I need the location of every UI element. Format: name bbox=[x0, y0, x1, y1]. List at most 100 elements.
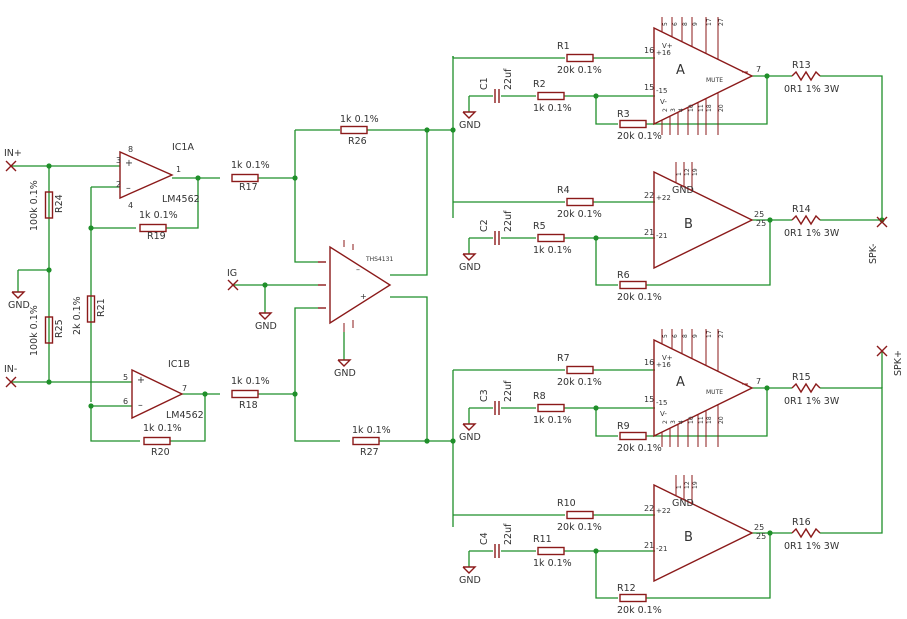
resistor-value: 20k 0.1% bbox=[557, 209, 602, 220]
wire bbox=[90, 406, 140, 442]
port-terminal bbox=[5, 376, 17, 388]
opamp-ic1a bbox=[119, 150, 174, 200]
ground-symbol bbox=[462, 111, 477, 119]
wire bbox=[646, 220, 771, 286]
resistor-value: 0R1 1% 3W bbox=[784, 541, 840, 552]
resistor-value: 20k 0.1% bbox=[617, 131, 662, 142]
opamp-ic1b bbox=[131, 368, 184, 420]
port-terminal bbox=[876, 216, 888, 228]
pin-number: 6 bbox=[672, 334, 679, 338]
capacitor-value: 22uf bbox=[503, 210, 514, 232]
plus-sign: + bbox=[137, 375, 145, 386]
wire bbox=[390, 296, 428, 441]
resistor-name: R25 bbox=[54, 319, 65, 338]
resistor-value: 1k 0.1% bbox=[533, 415, 572, 426]
pin-number: 22 bbox=[644, 504, 654, 513]
port-spk-minus: SPK- bbox=[868, 244, 879, 264]
resistor-name: R11 bbox=[533, 534, 552, 545]
pin-number: 27 bbox=[718, 330, 725, 338]
ground-label: GND bbox=[334, 368, 356, 379]
resistor-r3 bbox=[619, 119, 647, 129]
pin-label: -21 bbox=[656, 545, 667, 553]
pin-label: GND bbox=[672, 185, 694, 196]
resistor-r27 bbox=[352, 436, 380, 446]
junction-dot bbox=[450, 127, 456, 133]
resistor-value: 20k 0.1% bbox=[617, 443, 662, 454]
wires bbox=[11, 56, 885, 599]
capacitor-value: 22uf bbox=[503, 380, 514, 402]
resistor-name: R2 bbox=[533, 79, 546, 90]
capacitor-name: C1 bbox=[479, 77, 490, 90]
port-in-minus: IN- bbox=[4, 364, 17, 375]
pin-number: 17 bbox=[706, 18, 713, 26]
pin-number: 7 bbox=[756, 377, 761, 386]
junction-dot bbox=[764, 385, 770, 391]
pin-label: -15 bbox=[656, 87, 667, 95]
pin-label: GND bbox=[672, 498, 694, 509]
ground-symbol bbox=[462, 253, 477, 261]
resistor-r6 bbox=[619, 280, 647, 290]
pin-number: 18 bbox=[706, 416, 713, 424]
resistor-name: R13 bbox=[792, 60, 811, 71]
pin-label: V+ bbox=[662, 354, 673, 362]
plus-sign: + bbox=[360, 292, 367, 301]
pin-label: MUTE bbox=[706, 389, 723, 396]
resistor-r21 bbox=[86, 295, 96, 323]
resistor-r5 bbox=[537, 233, 565, 243]
wire bbox=[595, 408, 618, 437]
pin-number: 25 bbox=[756, 532, 766, 541]
wire bbox=[646, 76, 768, 125]
resistor-name: R16 bbox=[792, 517, 811, 528]
ground-label: GND bbox=[459, 262, 481, 273]
port-terminal bbox=[227, 279, 239, 291]
wire bbox=[595, 96, 618, 125]
resistor-r18 bbox=[231, 389, 259, 399]
resistor-r17 bbox=[231, 173, 259, 183]
amplifier-letter: A bbox=[676, 375, 685, 390]
pin-number: 2 bbox=[662, 420, 669, 424]
pin-number: 12 bbox=[684, 168, 691, 176]
ground-label: GND bbox=[8, 300, 30, 311]
resistor-name: R27 bbox=[360, 447, 379, 458]
wire bbox=[170, 394, 206, 442]
ground-symbol bbox=[337, 359, 352, 367]
resistor-name: R1 bbox=[557, 41, 570, 52]
pin-number: 6 bbox=[123, 397, 128, 406]
resistor-name: R24 bbox=[54, 194, 65, 213]
ground-symbol bbox=[11, 291, 26, 299]
pin-number: 12 bbox=[684, 481, 691, 489]
resistor-name: R14 bbox=[792, 204, 811, 215]
wire bbox=[820, 75, 883, 220]
capacitor-value: 22uf bbox=[503, 68, 514, 90]
wire bbox=[294, 394, 340, 442]
pin-number: 9 bbox=[692, 334, 699, 338]
pin-number: 21 bbox=[644, 541, 654, 550]
pin-number: 1 bbox=[676, 485, 683, 489]
pin-number: 16 bbox=[644, 358, 654, 367]
pin-number: 8 bbox=[682, 334, 689, 338]
pin-number: 19 bbox=[692, 481, 699, 489]
capacitor-name: C4 bbox=[479, 532, 490, 545]
resistor-value: 1k 0.1% bbox=[231, 376, 270, 387]
pin-number: 17 bbox=[706, 330, 713, 338]
pin-number: 10 bbox=[688, 416, 695, 424]
pin-number: 4 bbox=[678, 420, 685, 424]
wire bbox=[166, 178, 199, 229]
resistor-value: 0R1 1% 3W bbox=[784, 228, 840, 239]
pin-number: 5 bbox=[123, 373, 128, 382]
resistor-r11 bbox=[537, 546, 565, 556]
pin-label: +22 bbox=[656, 507, 671, 515]
ground-label: GND bbox=[459, 120, 481, 131]
resistor-r10 bbox=[566, 510, 594, 520]
resistor-r2 bbox=[537, 91, 565, 101]
resistor-name: R3 bbox=[617, 109, 630, 120]
pin-number: 8 bbox=[682, 22, 689, 26]
ground-symbol bbox=[258, 312, 273, 320]
amplifier-a bbox=[653, 26, 754, 126]
wire bbox=[390, 130, 428, 276]
pin-number: 20 bbox=[718, 104, 725, 112]
resistor-name: R17 bbox=[239, 182, 258, 193]
resistor-r13 bbox=[791, 70, 821, 82]
